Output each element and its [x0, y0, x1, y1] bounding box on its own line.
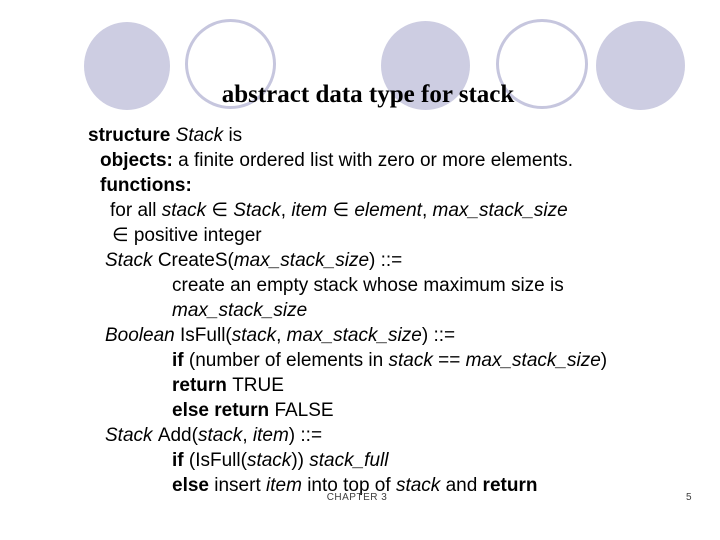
text-run: else: [172, 475, 215, 496]
body-line: max_stack_size: [0, 298, 720, 323]
text-run: ,: [421, 200, 433, 221]
text-run: if: [172, 350, 189, 371]
text-run: Boolean: [105, 325, 181, 346]
decorative-circle-filled-1: [84, 22, 170, 110]
text-run: stack: [395, 475, 446, 496]
text-run: is: [228, 125, 243, 146]
text-run: ) ::=: [288, 425, 323, 446]
text-run: element: [354, 200, 422, 221]
body-line: objects: a finite ordered list with zero…: [0, 148, 720, 173]
text-run: and: [445, 475, 483, 496]
text-run: stack: [197, 425, 243, 446]
text-run: ,: [276, 325, 287, 346]
text-run: ∈ positive integer: [112, 225, 262, 246]
text-run: return: [172, 375, 233, 396]
text-run: item: [291, 200, 333, 221]
text-run: Add(: [157, 425, 198, 446]
body-line: else insert item into top of stack and r…: [0, 473, 720, 498]
text-run: ∈: [332, 200, 355, 221]
body-line: Boolean IsFull(stack, max_stack_size) ::…: [0, 323, 720, 348]
text-run: ) ::=: [421, 325, 456, 346]
text-run: Stack: [233, 200, 281, 221]
text-run: stack: [161, 200, 212, 221]
slide-title: abstract data type for stack: [221, 81, 515, 108]
text-run: into top of: [307, 475, 396, 496]
decorative-circle-filled-2: [381, 21, 470, 110]
text-run: ,: [242, 425, 253, 446]
text-run: max_stack_size: [233, 250, 370, 271]
body-line: return TRUE: [0, 373, 720, 398]
text-run: (IsFull(: [188, 450, 247, 471]
text-run: objects:: [100, 150, 179, 171]
text-run: ==: [438, 350, 466, 371]
text-run: a finite ordered list with zero or more …: [178, 150, 574, 171]
text-run: ,: [280, 200, 292, 221]
body-line: functions:: [0, 173, 720, 198]
text-run: functions:: [100, 175, 192, 196]
text-run: TRUE: [232, 375, 284, 396]
body-line: Stack Add(stack, item) ::=: [0, 423, 720, 448]
body-line: structure Stack is: [0, 123, 720, 148]
text-run: structure: [88, 125, 176, 146]
body-line: ∈ positive integer: [0, 223, 720, 248]
text-run: max_stack_size: [286, 325, 422, 346]
text-run: insert: [214, 475, 267, 496]
text-run: CreateS(: [157, 250, 234, 271]
text-run: Stack: [175, 125, 229, 146]
body-line: Stack CreateS(max_stack_size) ::=: [0, 248, 720, 273]
text-run: ) ::=: [369, 250, 403, 271]
body-line: for all stack ∈ Stack, item ∈ element, m…: [0, 198, 720, 223]
text-run: max_stack_size: [172, 300, 308, 321]
body-line: if (IsFull(stack)) stack_full: [0, 448, 720, 473]
text-run: IsFull(: [180, 325, 232, 346]
body-line: else return FALSE: [0, 398, 720, 423]
text-run: item: [266, 475, 308, 496]
text-run: ): [600, 350, 608, 371]
text-run: else return: [172, 400, 275, 421]
footer-chapter-label: CHAPTER 3: [326, 492, 388, 503]
text-run: for all: [110, 200, 162, 221]
text-run: (number of elements in: [188, 350, 389, 371]
body-line: if (number of elements in stack == max_s…: [0, 348, 720, 373]
decorative-circle-outline-1: [185, 19, 276, 109]
text-run: stack: [246, 450, 292, 471]
decorative-circle-filled-3: [596, 21, 685, 110]
text-run: if: [172, 450, 189, 471]
decorative-circle-outline-2: [496, 19, 588, 109]
text-run: item: [252, 425, 289, 446]
text-run: stack: [388, 350, 439, 371]
text-run: stack: [231, 325, 277, 346]
body-line: create an empty stack whose maximum size…: [0, 273, 720, 298]
text-run: return: [482, 475, 538, 496]
footer-page-number: 5: [686, 492, 692, 503]
text-run: create an empty stack whose maximum size…: [172, 275, 564, 296]
text-run: Stack: [105, 250, 158, 271]
text-run: max_stack_size: [465, 350, 601, 371]
text-run: max_stack_size: [432, 200, 568, 221]
text-run: stack_full: [309, 450, 389, 471]
text-run: FALSE: [274, 400, 334, 421]
text-run: Stack: [105, 425, 158, 446]
text-run: ∈: [211, 200, 234, 221]
text-run: )): [291, 450, 310, 471]
